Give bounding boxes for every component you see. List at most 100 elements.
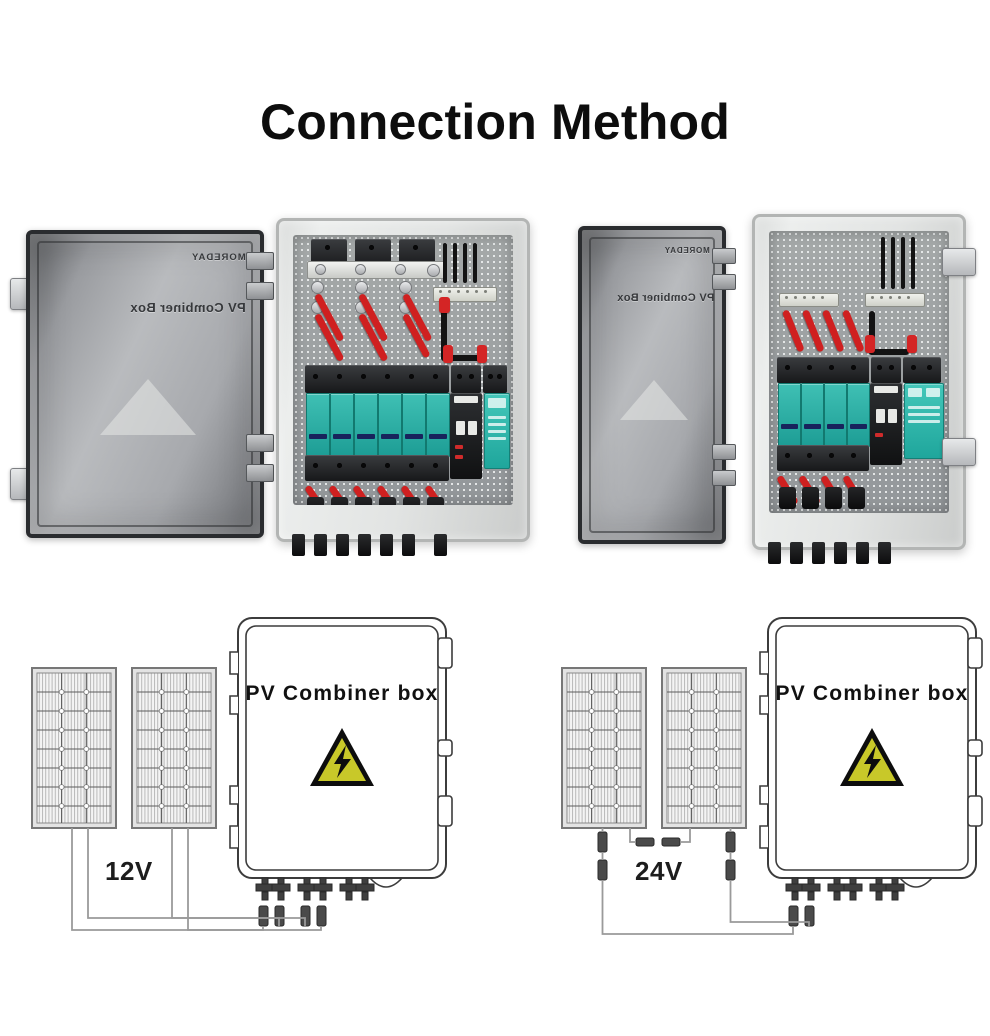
hinge-lid-lower — [712, 444, 736, 460]
combiner-box-label: PV Combiner box — [775, 682, 968, 705]
high-voltage-warning-icon — [310, 728, 374, 786]
mounting-plate — [769, 231, 949, 513]
dc-fuse-holder — [426, 393, 450, 457]
product-photo-4-string: MOREDAY PV Combiner Box — [570, 200, 980, 570]
cable-gland — [380, 534, 393, 556]
busbar-lug — [395, 264, 406, 275]
terminal-strip — [779, 293, 839, 307]
busbar-lug — [355, 264, 366, 275]
positive-wire — [781, 309, 805, 353]
wire-terminal — [439, 297, 450, 313]
combiner-box-label: PV Combiner box — [245, 682, 438, 705]
dc-fuse-holder — [354, 393, 378, 457]
negative-cable — [891, 237, 895, 289]
dc-fuse-holder — [801, 383, 824, 447]
positive-wire — [841, 309, 865, 353]
page-title: Connection Method — [259, 94, 730, 150]
dc-isolator-switch — [450, 393, 482, 479]
hinge-lid-lower — [246, 434, 274, 452]
wiring-diagram-series-24v: PV Combiner box — [540, 600, 990, 1000]
mc4-connector — [779, 487, 796, 509]
negative-cable-run — [869, 311, 875, 355]
negative-cable-run — [441, 355, 487, 361]
negative-cable — [443, 243, 447, 283]
cable-gland — [790, 542, 803, 564]
wiring-diagram-parallel-12v: PV Combiner box — [10, 600, 490, 1000]
dc-fuse-holder — [330, 393, 354, 457]
mc4-connector — [307, 497, 324, 505]
latch-clip-top — [942, 248, 976, 276]
cable-gland — [292, 534, 305, 556]
negative-cable — [463, 243, 467, 283]
enclosure-body — [752, 214, 966, 550]
cable-gland — [812, 542, 825, 564]
high-voltage-warning-icon — [840, 728, 904, 786]
spd-terminal — [903, 357, 941, 383]
dc-fuse-holder — [847, 383, 870, 447]
cable-gland — [834, 542, 847, 564]
string-lug — [399, 281, 412, 294]
negative-cable — [911, 237, 915, 289]
hinge-lid-bottom — [246, 464, 274, 482]
hinge-lid-bottom — [712, 470, 736, 486]
breaker-terminal-row — [305, 365, 449, 393]
isolator-terminal — [871, 357, 901, 383]
negative-cable-run — [441, 301, 447, 361]
cable-gland — [402, 534, 415, 556]
wire-terminal — [865, 335, 875, 353]
surge-protective-device — [904, 383, 944, 459]
negative-cable — [901, 237, 905, 289]
dc-fuse-holder — [824, 383, 847, 447]
product-photo-row: MOREDAY PV Combiner Box — [0, 200, 990, 570]
warning-triangle-icon — [100, 379, 196, 435]
hinge-lid-upper — [712, 274, 736, 290]
dc-fuse-holder — [402, 393, 426, 457]
cable-gland — [878, 542, 891, 564]
voltage-label-24v: 24V — [635, 856, 683, 886]
cable-mc4-connectors — [258, 905, 327, 927]
string-lug — [311, 281, 324, 294]
breaker-terminal-row — [777, 357, 869, 383]
positive-wire — [821, 309, 845, 353]
mc4-connector — [825, 487, 842, 509]
lid-model-text: PV Combiner Box — [130, 300, 246, 315]
hinge-lid-top — [712, 248, 736, 264]
negative-cable — [881, 237, 885, 289]
dc-fuse-holder — [378, 393, 402, 457]
cable-gland — [434, 534, 447, 556]
cable-gland — [336, 534, 349, 556]
busbar-lug — [315, 264, 326, 275]
box-mc4-connectors — [785, 877, 905, 901]
hinge-lid-top — [246, 252, 274, 270]
mc4-connector — [331, 497, 348, 505]
negative-cable-run — [869, 349, 909, 355]
cable-gland — [314, 534, 327, 556]
wire-terminal — [477, 345, 487, 363]
mounting-plate — [293, 235, 513, 505]
cable-gland — [856, 542, 869, 564]
warning-triangle-icon — [620, 380, 688, 420]
wire-terminal — [443, 345, 453, 363]
latch-clip-bottom — [942, 438, 976, 466]
lid-brand-text: MOREDAY — [191, 252, 246, 263]
terminal-strip — [865, 293, 925, 307]
mc4-connector — [379, 497, 396, 505]
solar-panel-2 — [661, 667, 747, 829]
enclosure-body — [276, 218, 530, 542]
wire-terminal — [907, 335, 917, 353]
lid-brand-text: MOREDAY — [664, 246, 710, 255]
enclosure-lid: MOREDAY PV Combiner Box — [26, 230, 264, 538]
voltage-label-12v: 12V — [105, 856, 153, 886]
product-photo-6-string: MOREDAY PV Combiner Box — [8, 200, 530, 570]
busbar — [307, 261, 445, 279]
negative-cable — [453, 243, 457, 283]
mc4-connector — [802, 487, 819, 509]
cable-gland — [768, 542, 781, 564]
mc4-connector — [848, 487, 865, 509]
string-lug — [355, 281, 368, 294]
box-mc4-connectors — [255, 877, 375, 901]
mc4-connector — [403, 497, 420, 505]
solar-panel-2 — [131, 667, 217, 829]
solar-panel-1 — [561, 667, 647, 829]
